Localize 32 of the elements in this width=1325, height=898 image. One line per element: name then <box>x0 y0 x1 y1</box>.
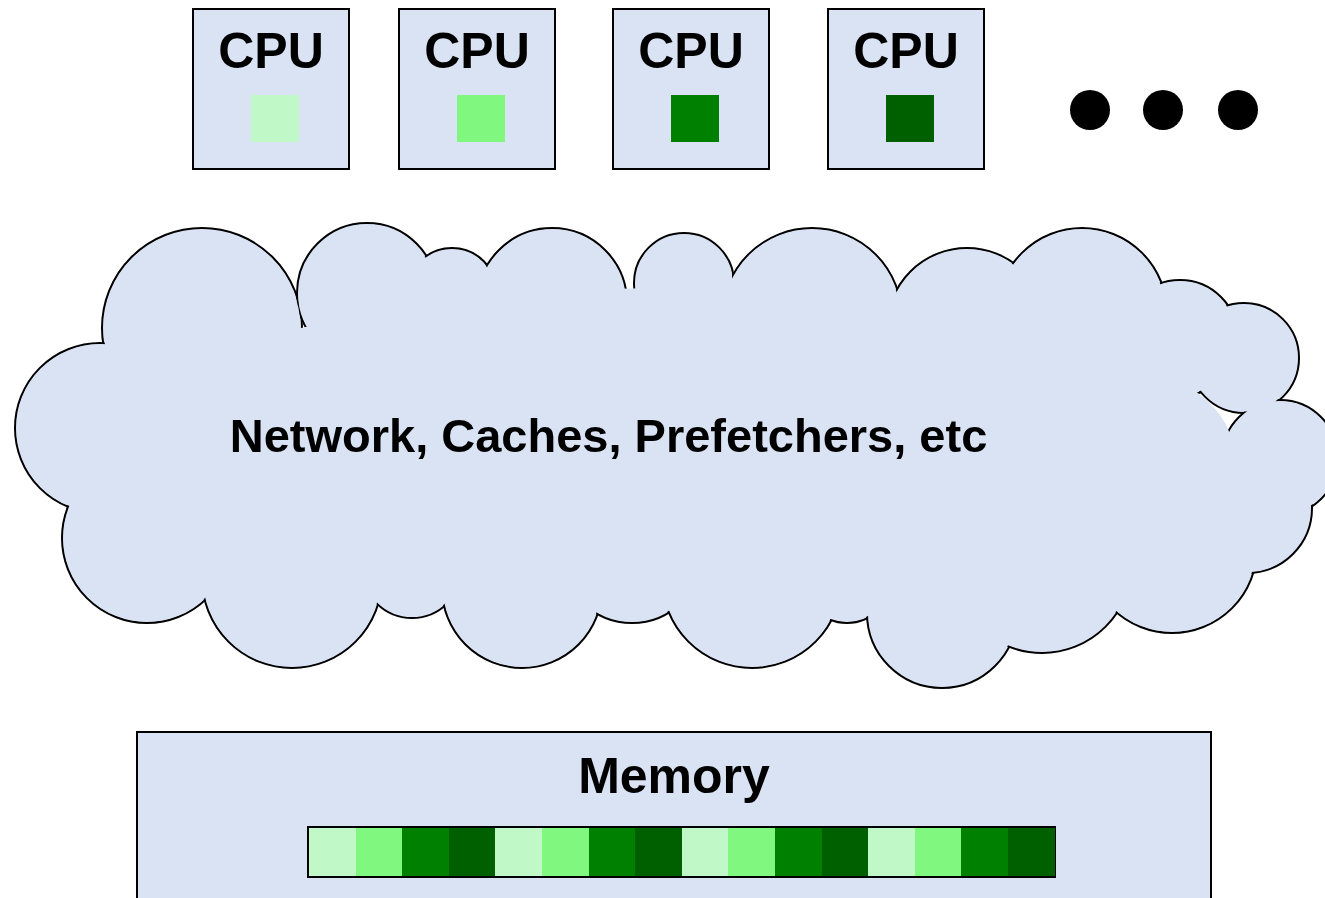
memory-cell <box>355 828 403 876</box>
memory-cell <box>588 828 636 876</box>
memory-cell <box>402 828 449 876</box>
cpu-label: CPU <box>217 22 325 80</box>
memory-cell <box>914 828 962 876</box>
memory-box <box>136 731 1212 898</box>
network-label: Network, Caches, Prefetchers, etc <box>228 408 989 463</box>
memory-cell <box>961 828 1008 876</box>
memory-cell <box>775 828 822 876</box>
cpu-box <box>827 8 985 170</box>
color-square <box>457 95 505 142</box>
cpu-box <box>612 8 770 170</box>
memory-cell <box>495 828 542 876</box>
memory-bar <box>307 826 1056 878</box>
cpu-label: CPU <box>423 22 531 80</box>
cpu-label: CPU <box>852 22 960 80</box>
memory-cell <box>681 828 729 876</box>
memory-cell <box>635 828 682 876</box>
color-square <box>251 95 299 142</box>
memory-cell <box>448 828 496 876</box>
color-square <box>886 95 934 142</box>
cpu-label: CPU <box>637 22 745 80</box>
memory-cell <box>309 828 356 876</box>
memory-cell <box>1008 828 1055 876</box>
memory-cell <box>868 828 915 876</box>
memory-cell <box>821 828 869 876</box>
memory-cell <box>542 828 589 876</box>
memory-cell <box>728 828 775 876</box>
cpu-box <box>398 8 556 170</box>
color-square <box>671 95 719 142</box>
memory-label: Memory <box>577 747 771 805</box>
cpu-box <box>192 8 350 170</box>
